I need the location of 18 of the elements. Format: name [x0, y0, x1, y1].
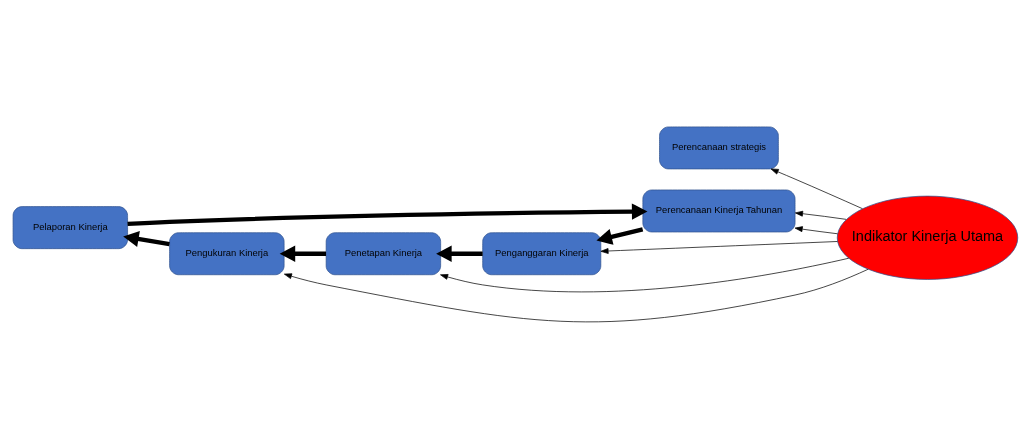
arrow [279, 245, 326, 262]
arrow [596, 226, 644, 245]
arrow [127, 203, 648, 226]
node-box: Perencanaan strategis [659, 126, 779, 169]
arrow [440, 257, 850, 292]
arrow [283, 268, 869, 322]
node-box: Pelaporan Kinerja [12, 205, 128, 249]
node-box: Pengukuran Kinerja [169, 231, 285, 275]
arrow [123, 230, 170, 247]
arrow [770, 168, 863, 209]
node-ellipse: Indikator Kinerja Utama [836, 195, 1019, 280]
node-box: Perencanaan Kinerja Tahunan [642, 189, 796, 232]
arrow [436, 245, 483, 262]
arrow [794, 225, 838, 234]
arrow [795, 210, 847, 220]
node-box: Penetapan Kinerja [325, 231, 442, 275]
arrow [600, 240, 838, 254]
node-box: Penganggaran Kinerja [482, 231, 602, 275]
